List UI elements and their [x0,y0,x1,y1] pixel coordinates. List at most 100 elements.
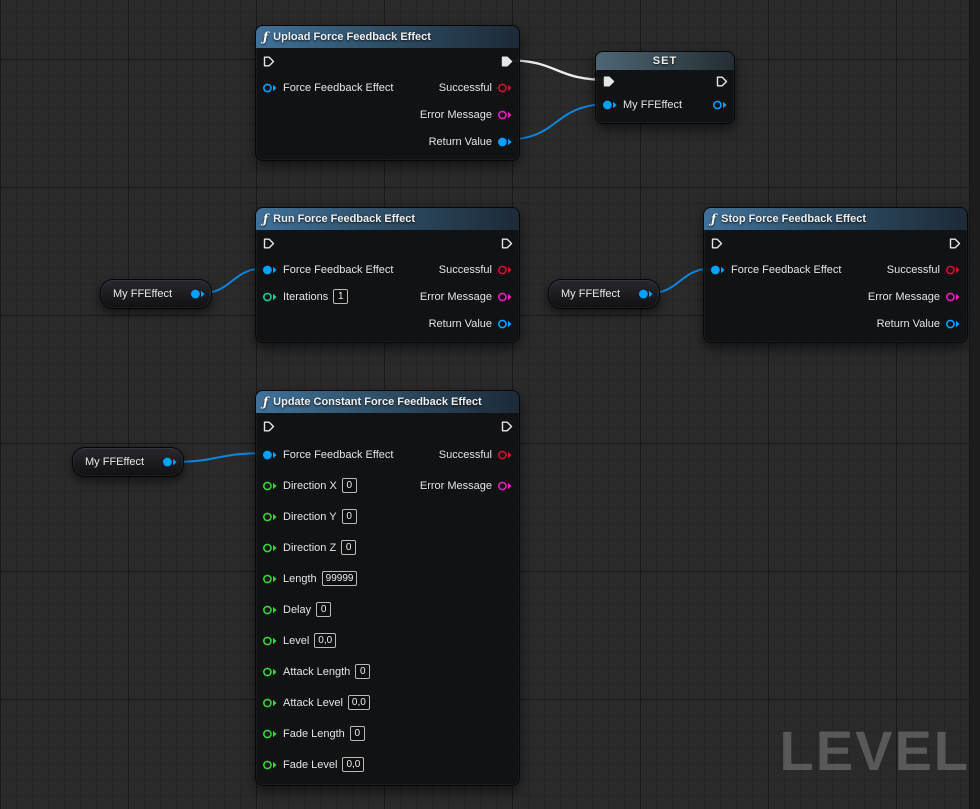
output-pin-bool[interactable] [497,264,513,276]
output-pin-label: Error Message [419,108,492,121]
input-pin-float[interactable] [262,635,278,647]
exec-out-pin[interactable] [500,55,513,68]
input-pin-float[interactable] [262,697,278,709]
input-pin-label: Iterations [283,290,329,303]
input-pin-label: Fade Length [283,727,345,740]
output-pin-label: Successful [438,448,492,461]
output-pin-object[interactable] [945,318,961,330]
variable-output-pin[interactable] [638,288,654,300]
pin-value-input[interactable]: 0,0 [314,633,337,648]
node-title-label: SET [652,55,678,67]
input-pin-object[interactable] [262,449,278,461]
node-title-bar[interactable]: SET [596,52,734,70]
function-icon: ƒ [263,395,269,409]
output-pin-object[interactable] [712,99,728,111]
output-pin-bool[interactable] [497,449,513,461]
input-pin-int[interactable] [262,291,278,303]
output-pin-bool[interactable] [497,82,513,94]
node-title-bar[interactable]: ƒ Run Force Feedback Effect [256,208,519,230]
input-pin-label: Attack Level [283,696,343,709]
output-pin-string[interactable] [497,109,513,121]
node-title-label: Stop Force Feedback Effect [721,213,867,225]
node-title-label: Upload Force Feedback Effect [273,31,431,43]
exec-in-pin[interactable] [262,237,275,250]
input-pin-label: Level [283,634,310,647]
variable-get-node[interactable]: My FFEffect [548,279,660,309]
exec-out-pin[interactable] [500,420,513,433]
output-pin-label: Error Message [867,290,940,303]
output-pin-label: Successful [438,81,492,94]
pin-value-input[interactable]: 1 [333,289,349,304]
input-pin-float[interactable] [262,573,278,585]
output-pin-label: Return Value [428,317,492,330]
input-pin-label: Force Feedback Effect [283,263,394,276]
input-pin-float[interactable] [262,604,278,616]
variable-output-pin[interactable] [190,288,206,300]
output-pin-label: Return Value [876,317,940,330]
output-pin-string[interactable] [497,291,513,303]
level-watermark: LEVEL [779,719,970,782]
pin-value-input[interactable]: 0,0 [347,695,370,710]
input-pin-float[interactable] [262,728,278,740]
output-pin-object[interactable] [497,136,513,148]
pin-value-input[interactable]: 0 [316,602,332,617]
pin-value-input[interactable]: 0 [349,726,365,741]
input-pin-label: Force Feedback Effect [283,81,394,94]
input-pin-object[interactable] [710,264,726,276]
output-pin-bool[interactable] [945,264,961,276]
node-set-my-ffeffect[interactable]: SET My FFEffect [595,51,735,124]
exec-in-pin[interactable] [262,420,275,433]
input-pin-float[interactable] [262,666,278,678]
input-pin-label: Delay [283,603,312,616]
variable-output-pin[interactable] [162,456,178,468]
input-pin-label: Direction Z [283,541,337,554]
pin-value-input[interactable]: 99999 [321,571,358,586]
pin-value-input[interactable]: 0 [341,509,357,524]
input-pin-label: Length [283,572,317,585]
input-pin-label: Force Feedback Effect [283,448,394,461]
variable-get-node[interactable]: My FFEffect [72,447,184,477]
input-pin-label: Force Feedback Effect [731,263,842,276]
input-pin-object[interactable] [262,82,278,94]
node-title-bar[interactable]: ƒ Stop Force Feedback Effect [704,208,967,230]
function-icon: ƒ [263,212,269,226]
input-pin-float[interactable] [262,511,278,523]
node-title-label: Run Force Feedback Effect [273,213,415,225]
input-pin-float[interactable] [262,542,278,554]
exec-out-pin[interactable] [500,237,513,250]
input-pin-label: Direction Y [283,510,337,523]
input-pin-object[interactable] [262,264,278,276]
input-pin-label: Attack Length [283,665,351,678]
variable-name-label: My FFEffect [561,288,621,300]
pin-value-input[interactable]: 0 [341,478,357,493]
output-pin-label: Successful [886,263,940,276]
exec-in-pin[interactable] [262,55,275,68]
exec-in-pin[interactable] [710,237,723,250]
exec-out-pin[interactable] [715,75,728,88]
input-pin-object[interactable] [602,99,618,111]
input-pin-float[interactable] [262,480,278,492]
exec-in-pin[interactable] [602,75,615,88]
input-pin-float[interactable] [262,759,278,771]
right-edge-strip [969,0,980,809]
output-pin-label: Error Message [419,479,492,492]
pin-value-input[interactable]: 0 [341,540,357,555]
variable-name-label: My FFEffect [113,288,173,300]
variable-get-node[interactable]: My FFEffect [100,279,212,309]
pin-value-input[interactable]: 0,0 [342,757,365,772]
exec-out-pin[interactable] [948,237,961,250]
output-pin-object[interactable] [497,318,513,330]
pin-value-input[interactable]: 0 [355,664,371,679]
output-pin-string[interactable] [497,480,513,492]
function-icon: ƒ [711,212,717,226]
input-pin-label: My FFEffect [623,99,683,111]
output-pin-string[interactable] [945,291,961,303]
